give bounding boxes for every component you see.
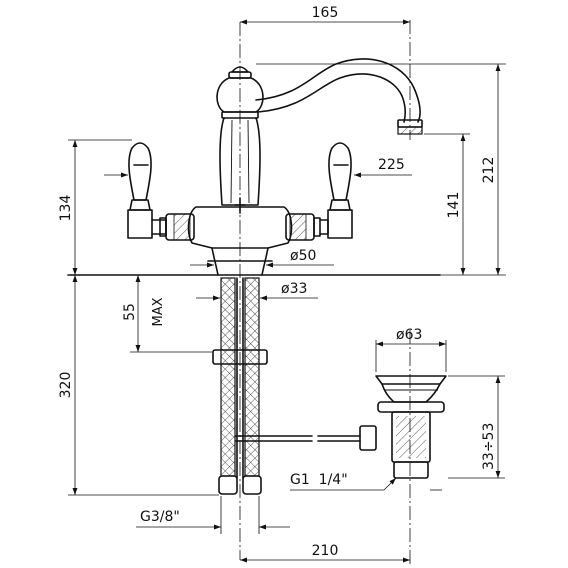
dim-225-label: 225 <box>378 157 405 173</box>
thread-g38-label: G3/8" <box>140 509 180 525</box>
dim-dia33-label: ø33 <box>281 281 307 297</box>
dim-212: 212 <box>256 63 506 276</box>
dim-134-label: 134 <box>58 195 74 222</box>
dim-210: 210 <box>240 543 410 563</box>
dim-320: 320 <box>58 275 219 496</box>
dim-55-max: 55 MAX <box>122 275 212 353</box>
right-handle <box>319 142 353 239</box>
dim-dia50: ø50 <box>190 248 334 268</box>
dim-210-label: 210 <box>312 543 339 559</box>
dim-165: 165 <box>240 5 410 25</box>
dim-dia33: ø33 <box>196 281 318 301</box>
dim-141: 141 <box>424 133 470 275</box>
dim-dia63-label: ø63 <box>396 327 422 343</box>
dim-dia63: ø63 <box>375 327 447 372</box>
drain-assembly <box>375 375 447 479</box>
dim-165-label: 165 <box>312 5 339 21</box>
dim-225: 225 <box>104 157 412 178</box>
spout <box>255 58 423 135</box>
left-handle <box>127 142 167 239</box>
popup-rod <box>235 425 377 451</box>
dim-55-label: 55 <box>122 303 138 321</box>
dim-dia50-label: ø50 <box>290 248 316 264</box>
thread-g1-callout: G1 1/4" <box>290 472 442 491</box>
faucet-body <box>159 66 321 276</box>
dim-320-label: 320 <box>58 372 74 399</box>
dim-max-label: MAX <box>151 297 166 326</box>
thread-g1-label: G1 1/4" <box>290 472 348 488</box>
supply-hoses <box>212 277 268 495</box>
dim-33-53: 33÷53 <box>448 375 505 479</box>
dim-33-53-label: 33÷53 <box>481 423 497 470</box>
dim-141-label: 141 <box>446 192 462 219</box>
dim-134: 134 <box>58 139 132 275</box>
thread-g38-callout: G3/8" <box>136 496 290 534</box>
dim-212-label: 212 <box>481 157 497 184</box>
